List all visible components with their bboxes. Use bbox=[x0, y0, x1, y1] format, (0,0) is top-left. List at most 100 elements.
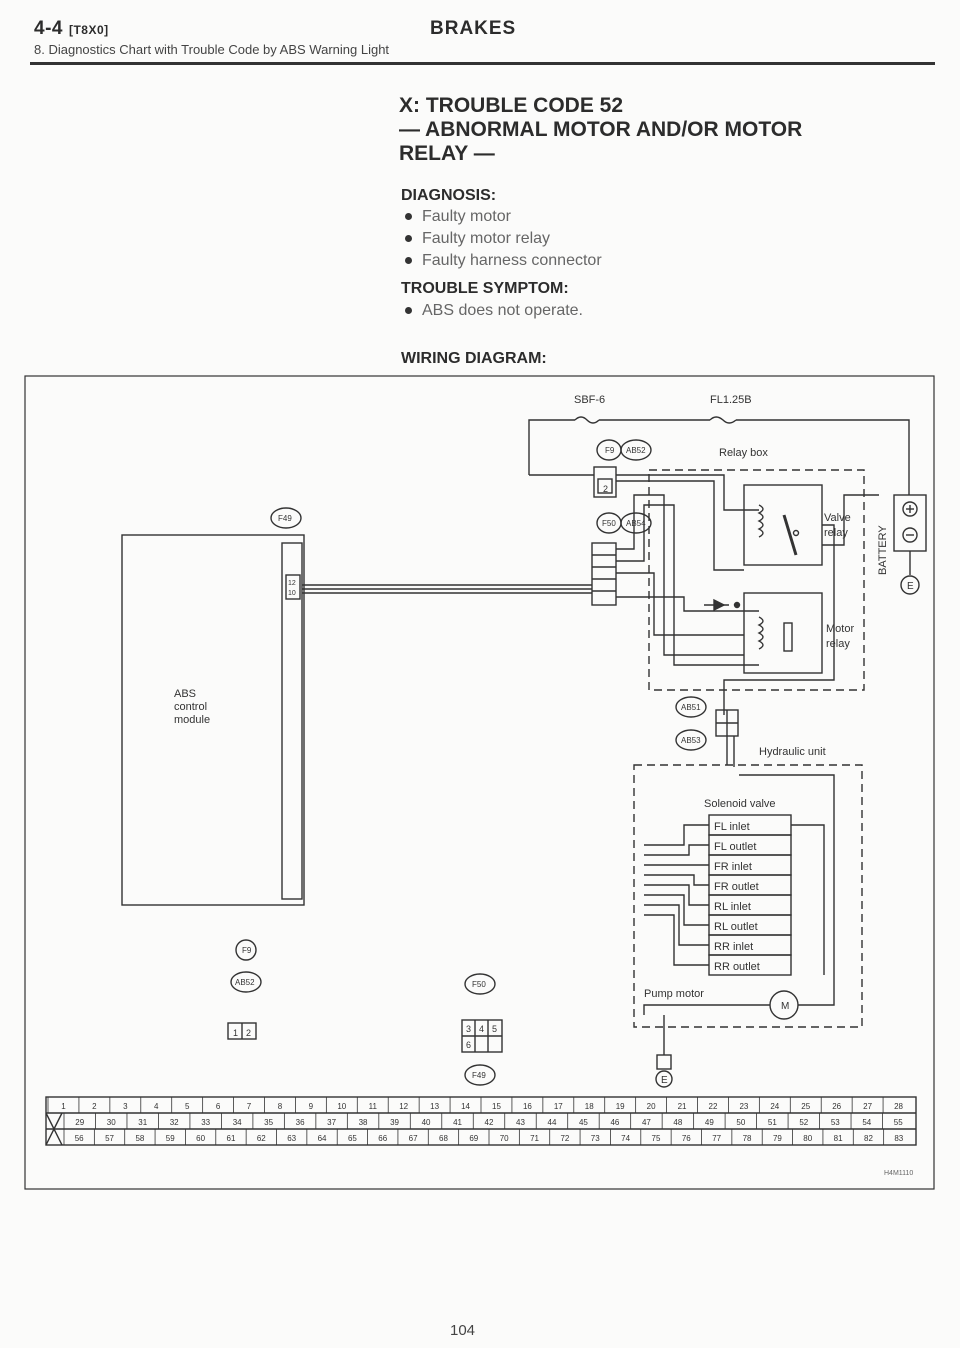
conn-label-f49: F49 bbox=[278, 514, 292, 523]
terminal-label-row3: 61 bbox=[227, 1134, 236, 1143]
terminal-label-row3: 58 bbox=[135, 1134, 144, 1143]
conn-label-abs2: AB52 bbox=[235, 978, 255, 987]
bullet-icon bbox=[405, 307, 412, 315]
page-number: 104 bbox=[450, 1322, 476, 1339]
terminal-label-row2: 46 bbox=[610, 1118, 619, 1127]
section-number: 4-4[T8X0] bbox=[34, 18, 109, 39]
conn-label-f50-top: F50 bbox=[602, 519, 616, 528]
diagnosis-list: Faulty motor Faulty motor relay Faulty h… bbox=[405, 206, 602, 272]
terminal-label-row3: 68 bbox=[439, 1134, 448, 1143]
wire-fl-to-battery bbox=[736, 419, 910, 495]
conn-label-f50: F50 bbox=[472, 980, 486, 989]
battery-negative-icon bbox=[902, 527, 918, 543]
terminal-label-row1: 16 bbox=[523, 1102, 532, 1111]
ground-icon-pump bbox=[655, 1070, 673, 1088]
connector-block-f9 bbox=[593, 466, 617, 498]
connector-f9-marker bbox=[235, 939, 257, 961]
solenoid-fr-outlet: FR outlet bbox=[714, 881, 759, 893]
connector-abs1-marker bbox=[675, 696, 707, 718]
terminal-label-row3: 57 bbox=[105, 1134, 114, 1143]
solenoid-fl-outlet: FL outlet bbox=[714, 841, 756, 853]
wire-f9-valve-coil bbox=[616, 474, 759, 511]
abs-module-label-3: module bbox=[174, 714, 210, 726]
solenoid-fr-inlet: FR inlet bbox=[714, 861, 752, 873]
terminal-label-row3: 64 bbox=[318, 1134, 327, 1143]
terminal-label-row1: 21 bbox=[678, 1102, 687, 1111]
terminal-label-row3: 75 bbox=[652, 1134, 661, 1143]
terminal-label-row2: 36 bbox=[296, 1118, 305, 1127]
terminal-label-row2: 54 bbox=[862, 1118, 871, 1127]
heading-line-2: — ABNORMAL MOTOR AND/OR MOTOR bbox=[399, 118, 803, 141]
terminal-label-row3: 69 bbox=[469, 1134, 478, 1143]
terminal-label-row1: 22 bbox=[709, 1102, 718, 1111]
terminal-label-row1: 10 bbox=[337, 1102, 346, 1111]
terminal-label-row1: 28 bbox=[894, 1102, 903, 1111]
terminal-label-row1: 14 bbox=[461, 1102, 470, 1111]
terminal-label-row3: 59 bbox=[166, 1134, 175, 1143]
abs-module-label-2: control bbox=[174, 701, 207, 713]
page-subtitle: 8. Diagnostics Chart with Trouble Code b… bbox=[34, 42, 390, 57]
section-tag: [T8X0] bbox=[68, 23, 109, 37]
wiring-diagram: SBF-6 FL1.25B Relay box Valve relay Moto… bbox=[24, 375, 935, 1190]
terminal-label-row3: 78 bbox=[743, 1134, 752, 1143]
valve-relay-coil bbox=[757, 504, 764, 538]
terminal-label-row1: 20 bbox=[647, 1102, 656, 1111]
terminal-label-row3: 70 bbox=[500, 1134, 509, 1143]
fuse-fl-label: FL1.25B bbox=[710, 394, 752, 406]
terminal-label-row3: 72 bbox=[560, 1134, 569, 1143]
fuse-sbf-label: SBF-6 bbox=[574, 394, 605, 406]
terminal-label-row1: 9 bbox=[309, 1102, 314, 1111]
hydraulic-unit-label: Hydraulic unit bbox=[759, 746, 826, 758]
valve-relay-contact bbox=[782, 514, 798, 556]
bullet-icon bbox=[405, 257, 412, 265]
terminal-label-row2: 29 bbox=[75, 1118, 84, 1127]
pin-label: 2 bbox=[603, 484, 608, 494]
motor-relay-contact bbox=[783, 622, 793, 652]
terminal-label-row2: 42 bbox=[485, 1118, 494, 1127]
heading-line-1: X: TROUBLE CODE 52 bbox=[399, 94, 624, 117]
hydraulic-unit-outline bbox=[633, 764, 863, 1028]
terminal-label-row3: 62 bbox=[257, 1134, 266, 1143]
terminal-label-row3: 66 bbox=[378, 1134, 387, 1143]
solenoid-rl-outlet: RL outlet bbox=[714, 921, 758, 933]
connector-block-f50 bbox=[591, 542, 617, 606]
page-title: BRAKES bbox=[430, 18, 517, 39]
solenoid-fl-inlet: FL inlet bbox=[714, 821, 750, 833]
terminal-label-row2: 32 bbox=[170, 1118, 179, 1127]
terminal-label-row2: 52 bbox=[799, 1118, 808, 1127]
solenoid-valve-label: Solenoid valve bbox=[704, 798, 776, 810]
bullet-icon bbox=[405, 235, 412, 243]
terminal-label-row1: 27 bbox=[863, 1102, 872, 1111]
conn-label-abs1: AB51 bbox=[681, 703, 701, 712]
conn-label-f9: F9 bbox=[242, 946, 252, 955]
terminal-label-row3: 76 bbox=[682, 1134, 691, 1143]
relay-box-label: Relay box bbox=[719, 447, 768, 459]
diagnosis-label: DIAGNOSIS: bbox=[401, 187, 497, 204]
terminal-label-row1: 7 bbox=[247, 1102, 252, 1111]
motor-relay-label-1: Motor bbox=[826, 623, 854, 635]
connector-f49-marker-bottom bbox=[464, 1064, 496, 1086]
connector-abs4-marker bbox=[620, 512, 652, 534]
motor-relay-coil bbox=[757, 616, 764, 650]
terminal-label-row3: 65 bbox=[348, 1134, 357, 1143]
terminal-label-row2: 35 bbox=[264, 1118, 273, 1127]
pin-label: 12 bbox=[288, 580, 296, 587]
solenoid-rl-inlet: RL inlet bbox=[714, 901, 751, 913]
terminal-label-row1: 8 bbox=[278, 1102, 283, 1111]
pin-label: 4 bbox=[479, 1024, 484, 1034]
terminal-label-row1: 2 bbox=[92, 1102, 97, 1111]
fuse-fl-icon bbox=[709, 416, 737, 424]
terminal-label-row2: 39 bbox=[390, 1118, 399, 1127]
terminal-label-row2: 40 bbox=[422, 1118, 431, 1127]
wiring-diagram-label: WIRING DIAGRAM: bbox=[401, 350, 547, 367]
terminal-label-row1: 1 bbox=[61, 1102, 66, 1111]
conn-label-abs2-top: AB52 bbox=[626, 446, 646, 455]
terminal-label-row3: 77 bbox=[712, 1134, 721, 1143]
terminal-label-row2: 48 bbox=[673, 1118, 682, 1127]
terminal-label-row2: 55 bbox=[894, 1118, 903, 1127]
terminal-label-row1: 12 bbox=[399, 1102, 408, 1111]
terminal-label-row1: 13 bbox=[430, 1102, 439, 1111]
terminal-label-row2: 33 bbox=[201, 1118, 210, 1127]
terminal-label-row2: 37 bbox=[327, 1118, 336, 1127]
